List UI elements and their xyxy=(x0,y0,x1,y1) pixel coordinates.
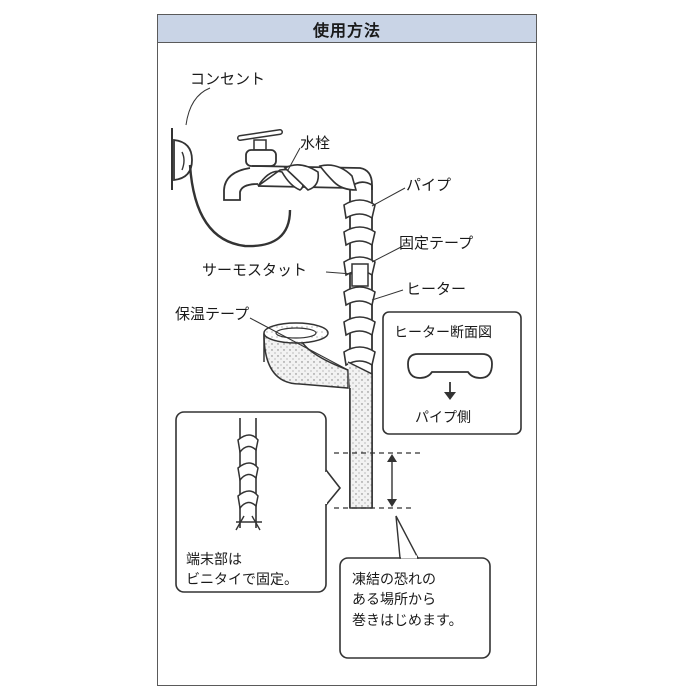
label-thermostat: サーモスタット xyxy=(202,261,308,279)
pipe-end-detail xyxy=(235,418,262,531)
start-note-line: 凍結の恐れの xyxy=(352,572,436,588)
start-note-text: 凍結の恐れの ある場所から 巻きはじめます。 xyxy=(352,570,463,631)
frost-zone-marker xyxy=(334,452,422,509)
end-note-text: 端末部は ビニタイで固定。 xyxy=(186,550,298,591)
power-cord xyxy=(188,164,292,248)
label-outlet: コンセント xyxy=(190,70,266,88)
insulation-tape xyxy=(263,322,373,509)
label-insulation-tape: 保温テープ xyxy=(175,305,250,323)
start-note-line: ある場所から xyxy=(352,592,436,609)
leader-lines xyxy=(249,147,406,371)
panel-header: 使用方法 xyxy=(158,15,536,43)
start-note-line: 巻きはじめます。 xyxy=(352,612,463,629)
thermostat-icon xyxy=(351,263,369,287)
outlet-icon xyxy=(171,128,193,190)
cross-section-title: ヒーター断面図 xyxy=(394,325,492,341)
cross-section-box xyxy=(382,311,522,435)
label-pipe: パイプ xyxy=(406,176,452,194)
heater-cross-section-icon xyxy=(407,353,493,400)
cross-section-caption: パイプ側 xyxy=(415,410,471,426)
end-note-line: 端末部は xyxy=(186,552,242,568)
heater-wrap xyxy=(257,164,376,367)
label-faucet: 水栓 xyxy=(300,134,331,152)
end-note-line: ビニタイで固定。 xyxy=(186,572,298,589)
label-heater: ヒーター xyxy=(406,280,467,298)
outlet-leader xyxy=(185,87,211,126)
label-fixing-tape: 固定テープ xyxy=(399,234,474,252)
